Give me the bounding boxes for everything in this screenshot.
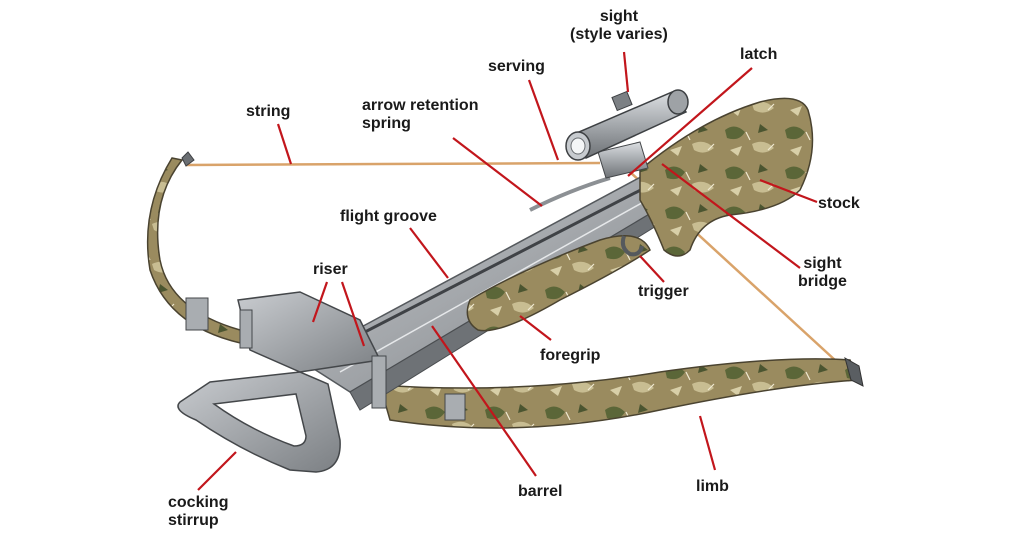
label-riser-text: riser — [313, 261, 348, 278]
trigger — [620, 235, 644, 257]
riser — [185, 291, 466, 421]
label-serving-text: serving — [488, 58, 545, 75]
label-sight-line1: sight — [599, 8, 639, 25]
right-limb-tip — [844, 356, 864, 387]
label-sight-bridge-line2: bridge — [798, 273, 847, 290]
label-foregrip: foregrip — [540, 347, 600, 365]
label-stock-text: stock — [818, 195, 860, 212]
label-flight-groove: flight groove — [340, 208, 437, 226]
sight-scope — [565, 89, 689, 161]
leader-lines — [197, 51, 818, 491]
label-sight-bridge-line1: sight — [803, 255, 842, 272]
label-serving: serving — [488, 58, 545, 76]
label-foregrip-text: foregrip — [540, 347, 601, 364]
label-stock: stock — [818, 195, 860, 213]
label-flight-groove-text: flight groove — [340, 208, 437, 225]
label-sight-line2: (style varies) — [570, 26, 668, 43]
label-arrow-retention-spring: arrow retention spring — [362, 97, 478, 133]
label-trigger: trigger — [638, 283, 689, 301]
arrow-retention-spring — [529, 176, 611, 212]
label-barrel: barrel — [518, 483, 562, 501]
label-arrow-retention-spring-line2: spring — [362, 115, 411, 132]
label-barrel-text: barrel — [518, 483, 563, 500]
label-sight: sight (style varies) — [570, 8, 668, 44]
label-cocking-stirrup: cocking stirrup — [168, 494, 228, 530]
stock — [639, 97, 814, 257]
label-arrow-retention-spring-line1: arrow retention — [362, 97, 479, 114]
label-riser: riser — [313, 261, 348, 279]
label-string-text: string — [246, 103, 291, 120]
label-latch: latch — [740, 46, 777, 64]
label-sight-bridge: sight bridge — [798, 255, 847, 291]
label-string: string — [246, 103, 290, 121]
label-cocking-stirrup-line1: cocking — [168, 494, 229, 511]
cocking-stirrup — [177, 371, 341, 473]
label-limb-text: limb — [696, 478, 729, 495]
left-limb-tip — [181, 151, 195, 167]
foregrip — [466, 235, 651, 332]
label-trigger-text: trigger — [638, 283, 689, 300]
label-cocking-stirrup-line2: stirrup — [168, 512, 219, 529]
label-limb: limb — [696, 478, 729, 496]
label-latch-text: latch — [740, 46, 778, 63]
